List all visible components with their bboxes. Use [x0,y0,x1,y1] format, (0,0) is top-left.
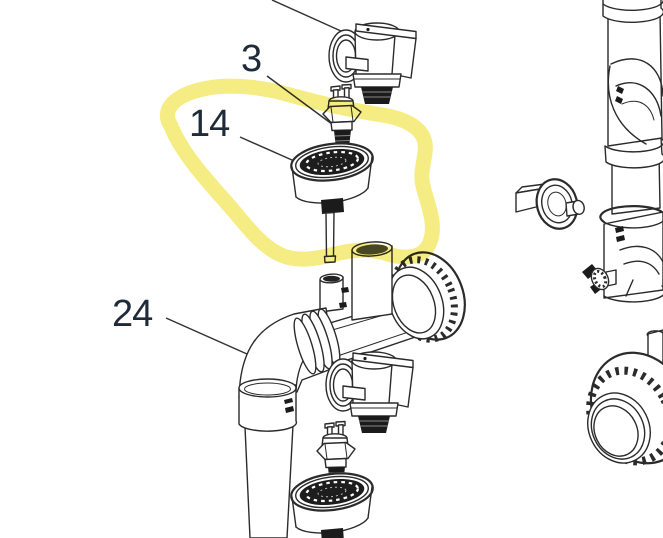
valve-lever [355,23,417,40]
callout-label-3: 3 [241,38,262,80]
leader-line-24 [165,317,248,355]
pressure-gauge-lower [288,468,376,538]
valve-threads [361,87,393,104]
callout-label-24: 24 [112,293,153,335]
elbow-24 [238,307,341,538]
union-coupling-lower-right [586,351,663,466]
molded-mark [616,86,624,94]
highlight-marker [159,78,440,267]
riser-pipe-assembly [582,0,663,466]
gauge-port [319,273,349,313]
bleed-screw [582,264,617,294]
callout-label-14: 14 [189,103,230,145]
leader-line-offscreen [271,0,353,37]
relief-valve-top [328,22,417,104]
gauge-dial [299,148,365,176]
standpipe [244,424,294,538]
relief-valve-lower [325,351,414,434]
leader-line-14 [239,136,302,165]
bypass-knob [515,178,585,230]
